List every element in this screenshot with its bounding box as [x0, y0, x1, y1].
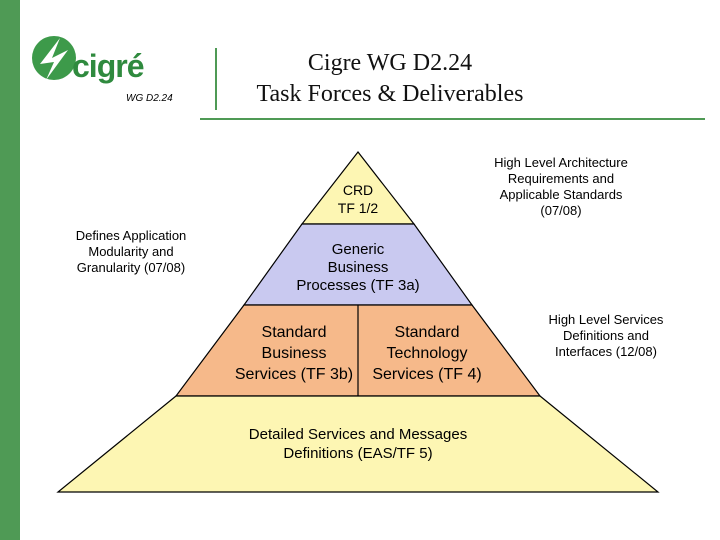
wg-label: WG D2.24	[126, 93, 173, 104]
side-note-right-top-line-2: Requirements and	[507, 171, 615, 186]
title-line-2: Task Forces & Deliverables	[256, 81, 524, 107]
tier-1-line-2: TF 1/2	[337, 200, 379, 216]
header-divider-vertical	[215, 48, 217, 110]
page-title: Cigre WG D2.24 Task Forces & Deliverable…	[230, 48, 550, 110]
title-line-1: Cigre WG D2.24	[307, 50, 473, 76]
cigre-logo-icon	[32, 36, 76, 80]
side-note-left: Defines Application Modularity and Granu…	[38, 228, 224, 276]
side-note-left-line-3: Granularity (07/08)	[76, 260, 186, 275]
tier-2-label: Generic Business Processes (TF 3a)	[268, 241, 448, 295]
tier-4-label: Detailed Services and Messages Definitio…	[188, 425, 528, 463]
side-note-right-top-line-3: Applicable Standards	[499, 187, 623, 202]
tier-3-right-line-2: Technology	[386, 345, 468, 362]
tier-4-line-2: Definitions (EAS/TF 5)	[283, 445, 433, 462]
side-note-right-mid-line-2: Definitions and	[563, 328, 649, 343]
tier-2-line-1: Generic	[331, 241, 385, 258]
tier-3-left-line-3: Services (TF 3b)	[234, 366, 354, 383]
tier-1-label: CRD TF 1/2	[308, 181, 408, 217]
logo-text: cigré	[72, 48, 144, 84]
tier-2-line-2: Business	[327, 259, 389, 276]
tier-3-right-label: Standard Technology Services (TF 4)	[358, 322, 496, 385]
header-divider-horizontal	[200, 118, 705, 120]
tier-3-left-line-2: Business	[261, 345, 327, 362]
side-note-right-top-line-1: High Level Architecture	[494, 155, 628, 170]
tier-3-right-line-3: Services (TF 4)	[372, 366, 482, 383]
side-note-right-top-line-4: (07/08)	[540, 203, 582, 218]
side-note-left-line-1: Defines Application	[75, 228, 187, 243]
tier-3-left-label: Standard Business Services (TF 3b)	[230, 322, 358, 385]
side-note-right-mid-line-1: High Level Services	[548, 312, 664, 327]
side-note-right-mid: High Level Services Definitions and Inte…	[520, 312, 692, 360]
pyramid-tier-4	[56, 395, 660, 493]
side-note-left-line-2: Modularity and	[88, 244, 174, 259]
left-accent-bar	[0, 0, 20, 540]
side-note-right-top: High Level Architecture Requirements and…	[450, 155, 672, 219]
tier-1-line-1: CRD	[342, 182, 374, 198]
tier-3-right-line-1: Standard	[394, 324, 460, 341]
tier-3-left-line-1: Standard	[261, 324, 327, 341]
tier-4-line-1: Detailed Services and Messages	[248, 426, 468, 443]
side-note-right-mid-line-3: Interfaces (12/08)	[555, 344, 657, 359]
tier-2-line-3: Processes (TF 3a)	[296, 277, 420, 294]
